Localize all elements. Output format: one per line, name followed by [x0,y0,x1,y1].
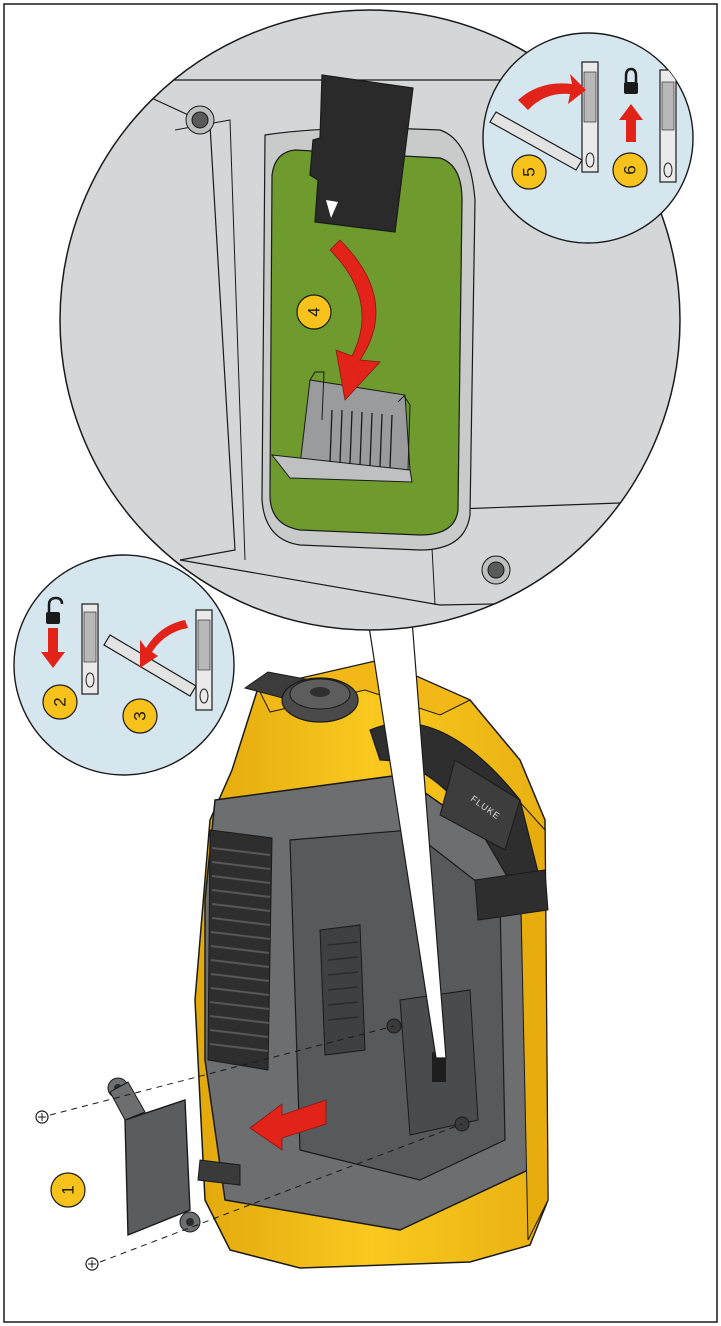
battery-bay [290,830,505,1180]
device-foot [198,1160,240,1185]
latch-strip-unlocked [82,604,98,694]
step-number-4: 4 [305,307,324,316]
step-badge-3: 3 [123,699,157,733]
thermal-imager-device: FLUKE [195,660,548,1268]
step-number-6: 6 [621,165,640,174]
lock-inset-circle [483,33,693,243]
step-number-3: 3 [131,711,150,720]
vent-grille [208,830,272,1070]
step-badge-1: 1 [51,1173,85,1207]
step-number-1: 1 [59,1185,78,1194]
step-badge-5: 5 [512,155,546,189]
step-badge-2: 2 [43,685,77,719]
step-number-2: 2 [51,697,70,706]
connector-slot [320,925,365,1055]
latch-strip-locked [660,70,676,182]
unlock-inset-circle [14,555,234,775]
screw-lower [86,1258,98,1270]
screw-upper [36,1111,48,1123]
step-badge-4: 4 [297,295,331,329]
boss-bottom [482,556,510,584]
boss-top [186,106,214,134]
step-badge-6: 6 [613,153,647,187]
step-number-5: 5 [520,167,539,176]
microsd-card [310,75,413,232]
